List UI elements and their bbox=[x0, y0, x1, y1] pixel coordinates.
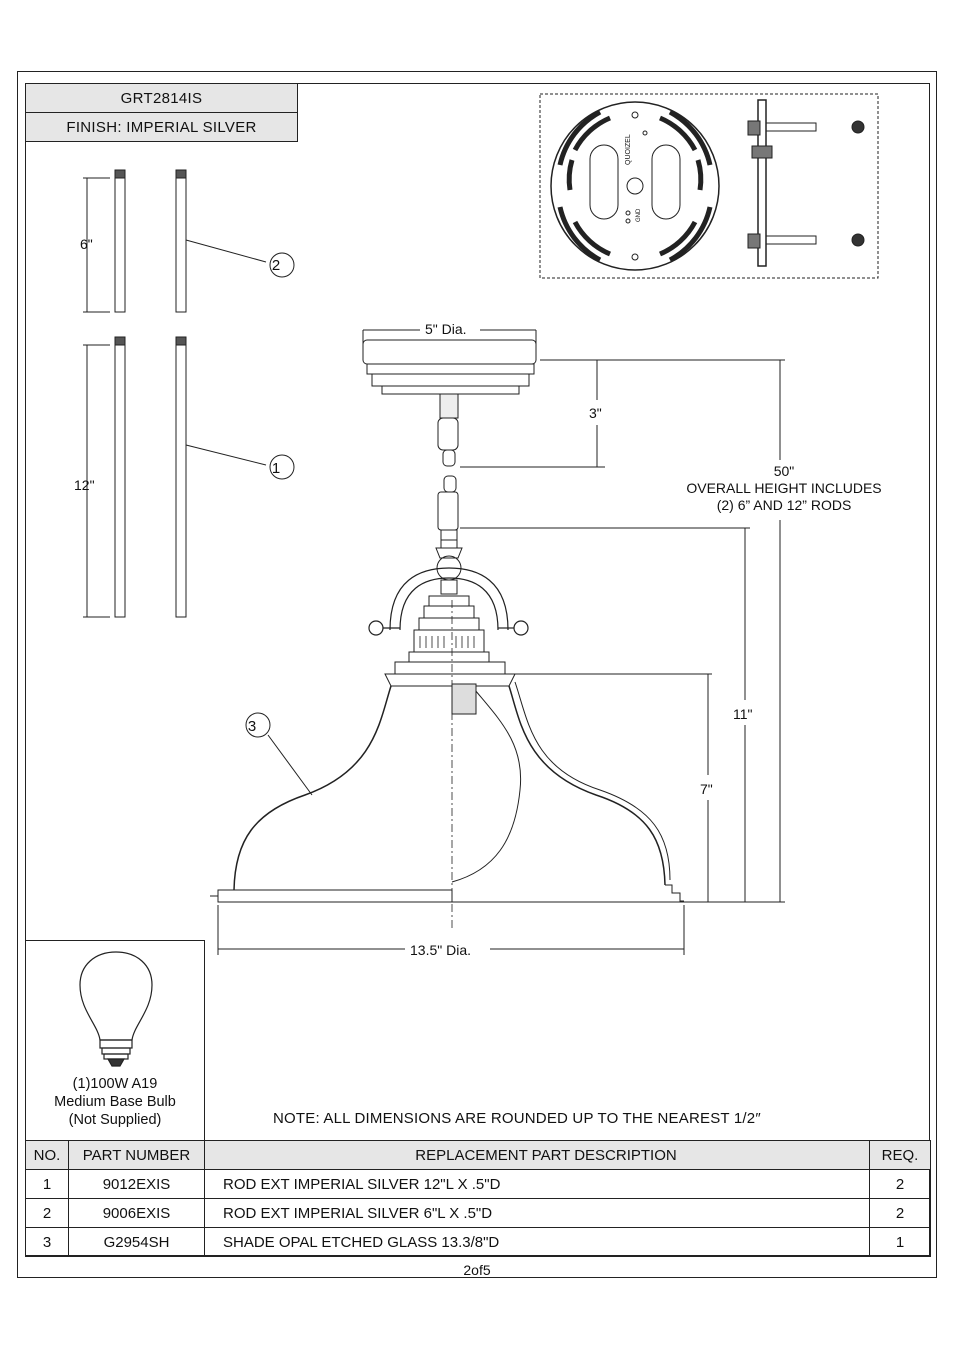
overall-height-note-1: OVERALL HEIGHT INCLUDES bbox=[686, 480, 882, 496]
bracket-brand: QUOIZEL bbox=[625, 134, 632, 165]
row-req: 1 bbox=[869, 1227, 931, 1257]
bulb-spec-line2: Medium Base Bulb bbox=[54, 1094, 176, 1110]
row-desc: ROD EXT IMPERIAL SILVER 12"L X .5"D bbox=[204, 1169, 870, 1199]
row-desc: SHADE OPAL ETCHED GLASS 13.3/8"D bbox=[204, 1227, 870, 1257]
canopy-drop-label: 3" bbox=[589, 405, 602, 421]
callout-circle-1 bbox=[269, 454, 295, 480]
stem-rod bbox=[435, 417, 463, 595]
bulb-panel bbox=[25, 940, 205, 1140]
table-row: 2 9006EXIS ROD EXT IMPERIAL SILVER 6"L X… bbox=[25, 1198, 931, 1228]
bulb-outline bbox=[451, 689, 522, 883]
col-description: REPLACEMENT PART DESCRIPTION bbox=[204, 1140, 870, 1170]
finish-label: FINISH: IMPERIAL SILVER bbox=[25, 112, 298, 142]
dim-13-5in bbox=[217, 905, 685, 955]
shade-dia-label: 13.5" Dia. bbox=[410, 942, 472, 958]
parts-table-header: NO. PART NUMBER REPLACEMENT PART DESCRIP… bbox=[25, 1140, 931, 1170]
callout-leader-2 bbox=[185, 239, 267, 263]
table-row: 3 G2954SH SHADE OPAL ETCHED GLASS 13.3/8… bbox=[25, 1227, 931, 1257]
rod-6in-a bbox=[114, 177, 126, 313]
bulb-spec-line3: (Not Supplied) bbox=[68, 1112, 162, 1128]
row-no: 1 bbox=[25, 1169, 69, 1199]
dim-3in bbox=[460, 359, 605, 468]
bulb-spec-line1: (1)100W A19 bbox=[72, 1076, 158, 1092]
row-desc: ROD EXT IMPERIAL SILVER 6"L X .5"D bbox=[204, 1198, 870, 1228]
page-border-outer bbox=[17, 71, 937, 1278]
callout-circle-3 bbox=[245, 712, 271, 738]
row-req: 2 bbox=[869, 1198, 931, 1228]
callout-leader-3 bbox=[267, 734, 313, 796]
overall-height-label: 50" OVERALL HEIGHT INCLUDES (2) 6” AND 1… bbox=[652, 463, 916, 514]
dim-7in bbox=[510, 673, 712, 902]
bulb-spec: (1)100W A19 Medium Base Bulb (Not Suppli… bbox=[25, 1075, 205, 1129]
col-part-number: PART NUMBER bbox=[68, 1140, 205, 1170]
bulb-icon bbox=[79, 951, 153, 1067]
row-req: 2 bbox=[869, 1169, 931, 1199]
bracket-side-view bbox=[747, 99, 865, 267]
rod-12in-b bbox=[175, 344, 187, 618]
callout-circle-2 bbox=[269, 252, 295, 278]
shade-right-outline bbox=[508, 685, 666, 886]
yoke-arm bbox=[368, 567, 529, 636]
rod-6in-dim bbox=[83, 177, 110, 313]
canopy bbox=[362, 339, 537, 419]
rod-12in-dim bbox=[83, 344, 110, 618]
rod-6in-b bbox=[175, 177, 187, 313]
model-number: GRT2814IS bbox=[25, 83, 298, 113]
shade-height-label: 7" bbox=[700, 781, 713, 797]
dim-11in bbox=[460, 527, 750, 902]
row-part: G2954SH bbox=[68, 1227, 205, 1257]
callout-leader-1 bbox=[185, 444, 267, 466]
callout-label-2: 2 bbox=[272, 257, 280, 274]
bracket-detail-frame bbox=[539, 93, 879, 279]
shade-rim-left bbox=[217, 889, 453, 903]
rod-short-label: 6" bbox=[80, 236, 93, 252]
socket-housing bbox=[384, 595, 516, 687]
overall-height-value: 50" bbox=[773, 463, 795, 479]
dim-50in bbox=[540, 359, 785, 903]
row-part: 9006EXIS bbox=[68, 1198, 205, 1228]
canopy-dim-label: 5" Dia. bbox=[425, 321, 467, 337]
row-no: 3 bbox=[25, 1227, 69, 1257]
callout-label-3: 3 bbox=[248, 718, 256, 735]
shade-right-inner bbox=[514, 681, 671, 881]
overall-height-note-2: (2) 6” AND 12” RODS bbox=[716, 497, 852, 513]
row-part: 9012EXIS bbox=[68, 1169, 205, 1199]
col-no: NO. bbox=[25, 1140, 69, 1170]
shade-left-outline bbox=[233, 685, 392, 891]
page-number: 2of5 bbox=[463, 1262, 491, 1278]
dimension-note: NOTE: ALL DIMENSIONS ARE ROUNDED UP TO T… bbox=[273, 1110, 761, 1127]
col-req: REQ. bbox=[869, 1140, 931, 1170]
rod-long-label: 12" bbox=[74, 477, 95, 493]
fixture-height-label: 11" bbox=[733, 706, 753, 722]
table-row: 1 9012EXIS ROD EXT IMPERIAL SILVER 12"L … bbox=[25, 1169, 931, 1199]
crossbar-plate bbox=[550, 101, 720, 271]
parts-table: NO. PART NUMBER REPLACEMENT PART DESCRIP… bbox=[25, 1140, 931, 1257]
bracket-mark: GND bbox=[636, 208, 642, 222]
rod-12in-a bbox=[114, 344, 126, 618]
callout-label-1: 1 bbox=[272, 460, 280, 477]
row-no: 2 bbox=[25, 1198, 69, 1228]
